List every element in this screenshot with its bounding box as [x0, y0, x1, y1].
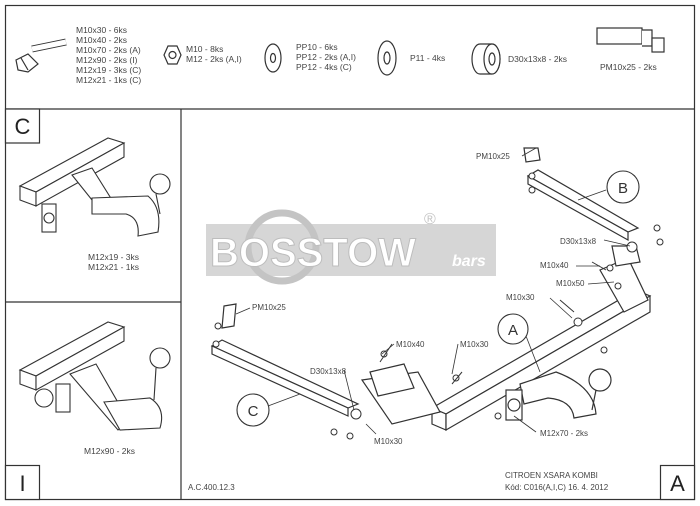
nut-label: M12 - 2ks (A,I) — [186, 54, 242, 64]
callout-m10x30-right: M10x30 — [506, 293, 535, 302]
panel-c-label: C — [15, 114, 31, 139]
callout-pm-top: PM10x25 — [476, 152, 510, 161]
flat-washer-icon — [264, 43, 282, 73]
circle-a — [497, 313, 529, 345]
leader-lines — [235, 147, 631, 435]
outer-frame — [4, 4, 696, 501]
washer-label: PP12 - 4ks (C) — [296, 62, 352, 72]
logo-registered: ® — [424, 211, 436, 228]
bracket-label: PM10x25 - 2ks — [600, 62, 657, 72]
fastener-markers — [212, 172, 664, 440]
panel-c-label-box — [4, 108, 41, 144]
vehicle-name: CITROEN XSARA KOMBI — [505, 471, 598, 480]
logo-suffix: bars — [452, 253, 486, 270]
bolt-labels: M10x30 - 6ks M10x40 - 2ks M10x70 - 2ks (… — [76, 25, 141, 85]
drawing-code: A.C.400.12.3 — [188, 483, 235, 492]
circle-b-label: B — [618, 180, 628, 197]
nut-icon — [163, 45, 182, 65]
drawing-kod: Kód: C016(A,I,C) 16. 4. 2012 — [505, 483, 609, 492]
callout-m10x30-mid: M10x30 — [460, 340, 489, 349]
washer-label: PP12 - 2ks (A,I) — [296, 52, 356, 62]
circle-c-label: C — [248, 403, 259, 420]
bolt-label: M12x19 - 3ks (C) — [76, 65, 141, 75]
bracket-icon — [596, 27, 665, 53]
nut-label: M10 - 8ks — [186, 44, 223, 54]
circle-c — [236, 393, 270, 427]
spring-washer-icon — [377, 40, 397, 76]
circle-b — [606, 170, 640, 204]
circle-a-label: A — [508, 322, 518, 339]
bosstow-logo: BOSSTOW bars ® — [206, 209, 496, 285]
bolt-label: M12x21 - 1ks (C) — [76, 75, 141, 85]
callout-m10x40-mid: M10x40 — [396, 340, 425, 349]
callout-m10x50-right: M10x50 — [556, 279, 585, 288]
panel-c-caption: M12x21 - 1ks — [88, 262, 139, 272]
panel-c-caption: M12x19 - 3ks — [88, 252, 139, 262]
crossbar-assembly — [360, 245, 652, 432]
panel-a-label: A — [670, 471, 685, 496]
bolt-label: M10x40 - 2ks — [76, 35, 127, 45]
spacer-icon — [471, 43, 501, 75]
callout-circles — [236, 170, 640, 427]
bolt-label: M10x70 - 2ks (A) — [76, 45, 141, 55]
callout-d30-right: D30x13x8 — [560, 237, 597, 246]
callout-m12x70: M12x70 - 2ks — [540, 429, 588, 438]
panel-c-hitch-illustration — [18, 137, 171, 237]
panel-i-hitch-illustration — [18, 321, 171, 431]
callout-m10x40-right: M10x40 — [540, 261, 569, 270]
logo-brand: BOSSTOW — [210, 231, 416, 275]
panel-i-caption: M12x90 - 2ks — [84, 446, 135, 456]
panel-i-label-box — [4, 464, 41, 501]
bolt-label: M12x90 - 2ks (I) — [76, 55, 138, 65]
washer-label: PP10 - 6ks — [296, 42, 338, 52]
panel-i-label: I — [19, 471, 25, 496]
bolt-label: M10x30 - 6ks — [76, 25, 127, 35]
callout-d30-left: D30x13x8 — [310, 367, 347, 376]
callout-labels: PM10x25 D30x13x8 M10x40 M10x50 M10x30 PM… — [252, 152, 597, 446]
bolt-icon — [15, 38, 67, 73]
spacer-label: D30x13x8 - 2ks — [508, 54, 567, 64]
side-bracket-c — [210, 303, 360, 417]
callout-m10x30-bottom: M10x30 — [374, 437, 403, 446]
spring-washer-label: P11 - 4ks — [410, 53, 445, 63]
side-bracket-b — [523, 147, 640, 242]
callout-pm-left: PM10x25 — [252, 303, 286, 312]
panel-a-label-box — [659, 464, 696, 501]
